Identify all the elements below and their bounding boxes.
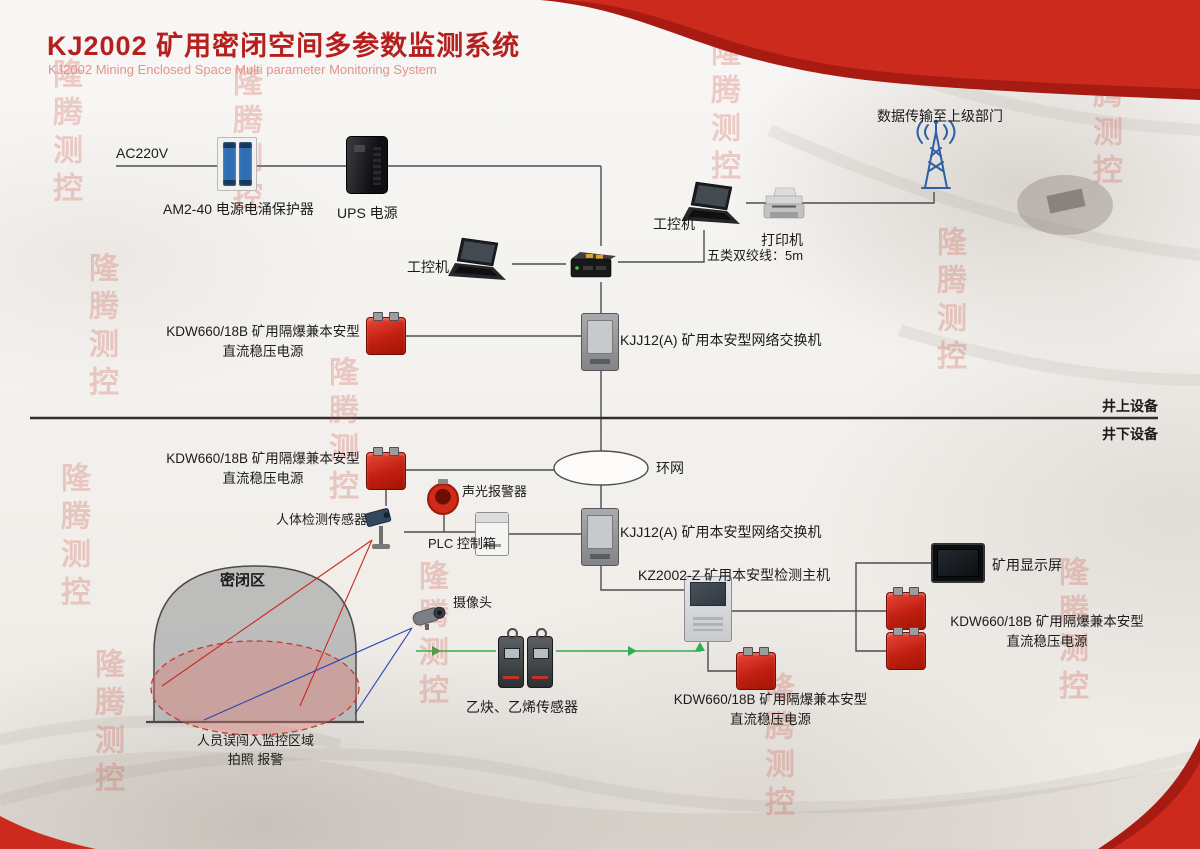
- plc-control-box-device: [475, 512, 509, 556]
- label-alarm: 声光报警器: [462, 484, 528, 499]
- detection-host-device: [684, 576, 732, 642]
- mining-display-device: [931, 543, 985, 583]
- host-screen: [690, 582, 726, 606]
- laptop-icon: [448, 237, 506, 280]
- label-printer: 打印机: [761, 232, 803, 248]
- gas-sensor-acetylene: [498, 628, 524, 688]
- gas-sensor-ethylene: [527, 628, 553, 688]
- industrial-pc-right-device: [680, 180, 746, 230]
- kdw-power-supply-mid-left: [366, 447, 406, 490]
- green-arrowheads: [432, 642, 705, 656]
- label-kdw-line1: KDW660/18B 矿用隔爆兼本安型: [673, 692, 868, 707]
- switch-panel: [587, 320, 613, 354]
- label-kdw-line1: KDW660/18B 矿用隔爆兼本安型: [950, 614, 1144, 629]
- watermark-text: 隆腾测控: [932, 226, 965, 378]
- industrial-pc-left-device: [446, 236, 512, 286]
- label-below-ground: 井下设备: [1102, 426, 1158, 442]
- label-kdw-line2: 直流稳压电源: [730, 711, 811, 727]
- antenna-tower-device: [906, 118, 966, 192]
- monitored-zone-ellipse: [150, 640, 360, 736]
- page-subtitle: KJ2002 Mining Enclosed Space Multi param…: [48, 62, 437, 77]
- network-switch-bottom-device: [581, 508, 619, 566]
- label-ipc-right: 工控机: [653, 216, 695, 232]
- media-converter-device: [566, 246, 618, 282]
- label-surge-protector: AM2-40 电源电涌保护器: [163, 201, 314, 217]
- label-kdw-mid-left: KDW660/18B 矿用隔爆兼本安型 直流稳压电源: [158, 449, 368, 488]
- watermark-text: 隆腾测控: [324, 356, 357, 508]
- page-title: KJ2002 矿用密闭空间多参数监测系统: [47, 31, 521, 61]
- kdw-power-supply-right-2: [886, 627, 926, 670]
- alarm-dome: [427, 483, 459, 515]
- label-ac-power: AC220V: [116, 145, 169, 161]
- camera-icon: [412, 606, 446, 630]
- watermark-text: 隆腾测控: [90, 648, 123, 800]
- watermark-text: 隆腾测控: [1088, 40, 1121, 192]
- printer-icon: [763, 187, 805, 219]
- media-converter-icon: [570, 252, 616, 278]
- watermark-text: 隆腾测控: [48, 58, 81, 210]
- gas-sensor-screen: [504, 648, 520, 659]
- kdw-power-supply-top-left: [366, 312, 406, 355]
- surge-protector-device: [217, 137, 257, 191]
- label-ring-network: 环网: [656, 460, 684, 476]
- label-cat5: 五类双绞线：5m: [707, 248, 804, 263]
- printer-device: [760, 186, 808, 228]
- label-kdw-line1: KDW660/18B 矿用隔爆兼本安型: [166, 451, 360, 466]
- label-enclosed-area: 密闭区: [220, 572, 266, 589]
- tunnel-shape: [146, 565, 364, 736]
- label-human-sensor: 人体检测传感器: [276, 512, 368, 527]
- sound-light-alarm-device: [427, 479, 461, 517]
- display-screen: [937, 549, 979, 577]
- human-detection-sensor-device: [362, 506, 404, 554]
- human-sensor-icon: [364, 508, 392, 549]
- label-data-upload: 数据传输至上级部门: [877, 108, 1003, 124]
- watermark-text: 隆腾测控: [414, 560, 447, 712]
- label-gas-sensor: 乙炔、乙烯传感器: [466, 699, 578, 715]
- surge-module: [238, 142, 252, 186]
- ring-network-ellipse: [553, 450, 649, 486]
- watermark-text: 隆腾测控: [1054, 556, 1087, 708]
- label-ups: UPS 电源: [337, 205, 398, 221]
- antenna-icon: [916, 119, 956, 189]
- surge-module: [222, 142, 236, 186]
- label-switch-top: KJJ12(A) 矿用本安型网络交换机: [620, 332, 822, 348]
- label-ipc-left: 工控机: [407, 259, 449, 275]
- watermark-text: 隆腾测控: [706, 36, 739, 188]
- label-kdw-right: KDW660/18B 矿用隔爆兼本安型 直流稳压电源: [938, 612, 1156, 651]
- label-kdw-line2: 直流稳压电源: [1006, 633, 1088, 649]
- label-kdw-line1: KDW660/18B 矿用隔爆兼本安型: [166, 324, 360, 339]
- label-intrusion-line2: 拍照 报警: [227, 751, 284, 767]
- watermark-text: 隆腾测控: [56, 462, 89, 614]
- label-intrusion: 人员误闯入监控区域 拍照 报警: [168, 732, 343, 770]
- label-display: 矿用显示屏: [992, 557, 1062, 573]
- label-kdw-line2: 直流稳压电源: [222, 470, 304, 486]
- gas-sensor-screen: [533, 648, 549, 659]
- watermark-text: 隆腾测控: [84, 252, 117, 404]
- watermark-text: 隆腾测控: [760, 672, 793, 824]
- red-detection-lines: [161, 539, 373, 707]
- label-kdw-line2: 直流稳压电源: [222, 343, 304, 359]
- label-camera: 摄像头: [453, 595, 493, 610]
- label-plc: PLC 控制箱: [428, 536, 496, 551]
- network-switch-top-device: [581, 313, 619, 371]
- ups-device: [346, 136, 388, 194]
- kdw-power-supply-right-1: [886, 587, 926, 630]
- green-wires: [416, 645, 701, 652]
- label-above-ground: 井上设备: [1102, 398, 1158, 414]
- label-switch-bottom: KJJ12(A) 矿用本安型网络交换机: [620, 524, 822, 540]
- switch-panel: [587, 515, 613, 549]
- label-intrusion-line1: 人员误闯入监控区域: [196, 733, 314, 748]
- laptop-icon: [682, 181, 740, 224]
- label-host: KZ2002-Z 矿用本安型检测主机: [638, 567, 831, 583]
- truck-blob: [1017, 175, 1113, 235]
- blue-detection-lines: [203, 627, 413, 721]
- kdw-power-supply-bottom: [736, 647, 776, 690]
- camera-device: [410, 600, 450, 632]
- label-kdw-bottom: KDW660/18B 矿用隔爆兼本安型 直流稳压电源: [668, 690, 873, 729]
- label-kdw-top-left: KDW660/18B 矿用隔爆兼本安型 直流稳压电源: [158, 322, 368, 361]
